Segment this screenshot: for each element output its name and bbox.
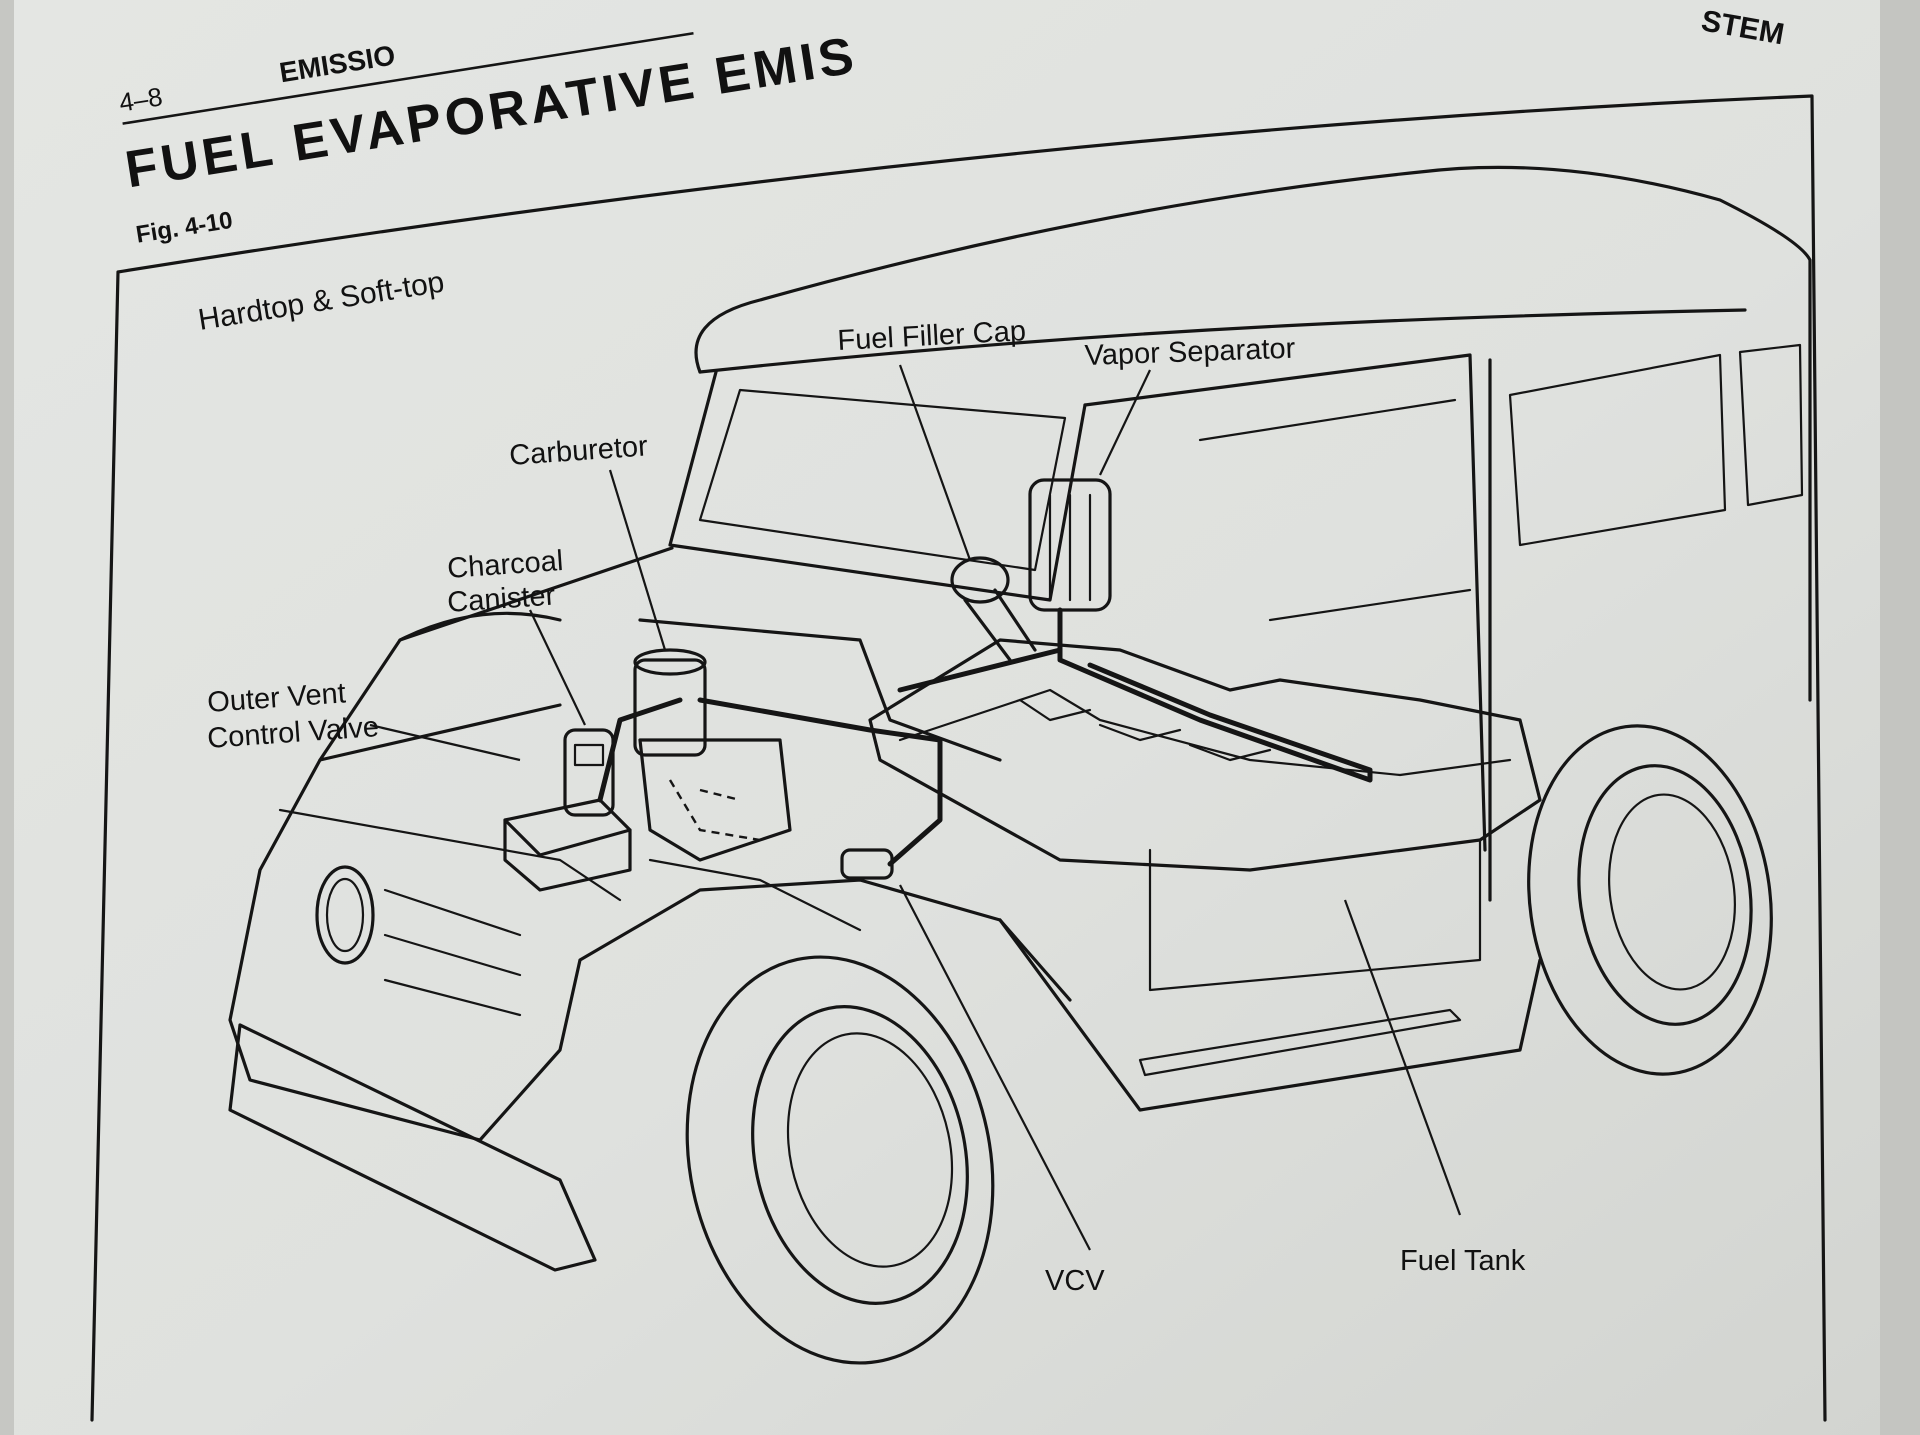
label-charcoal-line2: Canister [446,580,556,619]
grille [383,888,522,1017]
leader-charcoal-canister [529,609,586,726]
label-vcv: VCV [1045,1265,1105,1297]
leader-outer-vent [369,723,521,762]
fuel-tank-shape [868,638,1542,992]
label-vapor-separator: Vapor Separator [1084,333,1296,372]
page-number: 4–8 [117,81,165,117]
side-window-front [1508,353,1727,547]
page-edge-shadow [1880,0,1920,1435]
cab-side [1083,353,1487,852]
windshield [668,370,1087,602]
front-bumper [228,1023,597,1272]
figure-frame [90,94,1827,1422]
evap-components [503,478,1373,932]
front-wheel [685,955,995,1365]
leader-fuel-filler-cap [898,364,972,561]
leader-vcv [899,884,1091,1251]
vapor-line [1057,607,1373,783]
hood [318,546,674,762]
carburetor-body [633,658,707,757]
leader-carburetor [608,469,667,651]
side-window-rear [1738,343,1804,507]
charcoal-canister-body [563,728,615,817]
vehicle-drawing [228,165,1812,1365]
leader-lines [369,364,1462,1251]
leader-vapor-separator [1099,369,1151,476]
vapor-separator-body [1028,478,1112,612]
filler-cap-body [950,556,1010,604]
outer-vent-block [503,798,632,892]
vehicle-roof [694,165,1812,702]
component-labels: Fuel Filler Cap Vapor Separator Carburet… [206,315,1525,1297]
headlight [315,865,375,965]
front-fender [228,758,1072,1142]
binding-shadow [0,0,14,1435]
header-rule [122,31,694,125]
firewall [638,618,1002,762]
label-fuel-tank: Fuel Tank [1400,1245,1526,1277]
leader-fuel-tank [1343,899,1462,1216]
body-sill [998,918,1542,1112]
rear-wheel [1527,724,1773,1076]
